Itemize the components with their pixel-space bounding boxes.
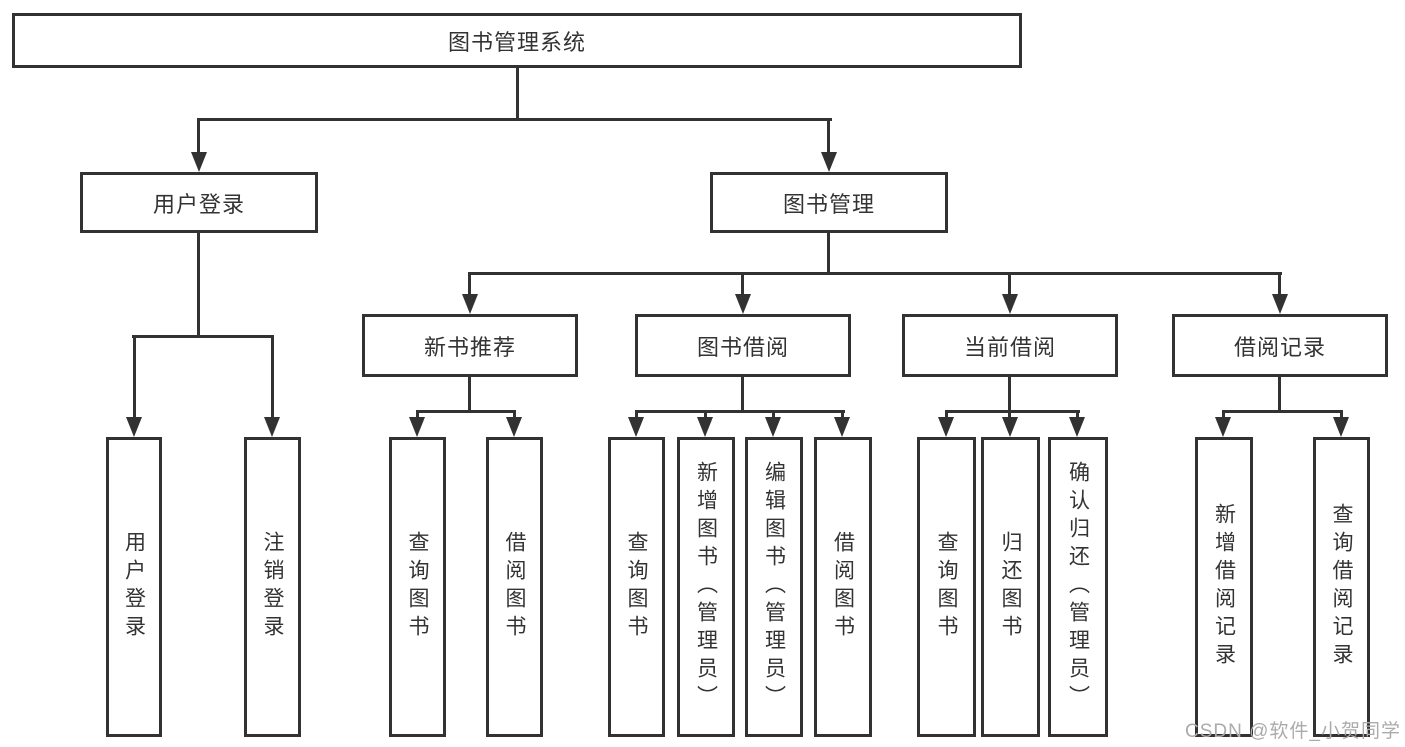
arrow-down-icon <box>1002 294 1018 314</box>
connector-current-stub <box>945 410 948 420</box>
connector-user-drop <box>197 233 200 337</box>
arrow-down-icon <box>1002 417 1018 437</box>
arrow-down-icon <box>938 417 954 437</box>
arrow-down-icon <box>409 417 425 437</box>
connector-newbook-stub <box>513 410 516 420</box>
connector-mgmt-to-newbook <box>468 272 471 298</box>
arrow-down-icon <box>462 294 478 314</box>
connector-mgmt-to-records <box>1278 272 1281 298</box>
node-user-login: 用户登录 <box>80 172 318 233</box>
arrow-down-icon <box>191 152 207 172</box>
connector-borrow-stub <box>841 410 844 420</box>
connector-user-split <box>132 335 273 338</box>
connector-mgmt-to-borrow <box>741 272 744 298</box>
connector-records-stub <box>1222 410 1225 420</box>
connector-records-split <box>1222 410 1343 413</box>
leaf-records-add-record: 新增借阅记录 <box>1195 437 1253 737</box>
connector-borrow-drop <box>741 377 744 412</box>
arrow-down-icon <box>628 417 644 437</box>
connector-borrow-stub <box>704 410 707 420</box>
connector-borrow-stub <box>772 410 775 420</box>
leaf-borrow-edit-book-admin: 编辑图书（管理员） <box>745 437 803 737</box>
leaf-current-confirm-return-admin: 确认归还（管理员） <box>1048 437 1108 737</box>
leaf-borrow-add-book-admin: 新增图书（管理员） <box>677 437 735 737</box>
connector-mgmt-drop <box>827 233 830 275</box>
node-book-borrow: 图书借阅 <box>635 314 851 377</box>
node-current-borrow: 当前借阅 <box>902 314 1118 377</box>
leaf-records-query-record: 查询借阅记录 <box>1313 437 1370 737</box>
arrow-down-icon <box>506 417 522 437</box>
connector-borrow-stub <box>635 410 638 420</box>
node-root-system: 图书管理系统 <box>12 13 1022 68</box>
connector-mgmt-to-current <box>1008 272 1011 298</box>
leaf-user-login: 用户登录 <box>106 437 162 737</box>
connector-current-stub <box>1008 410 1011 420</box>
connector-current-split <box>945 410 1080 413</box>
node-book-management: 图书管理 <box>710 172 948 233</box>
connector-records-drop <box>1278 377 1281 412</box>
node-borrow-records: 借阅记录 <box>1172 314 1388 377</box>
connector-borrow-split <box>635 410 845 413</box>
connector-root-to-mgmt <box>827 118 830 156</box>
leaf-logout: 注销登录 <box>244 437 301 737</box>
leaf-newbook-borrow-books: 借阅图书 <box>486 437 543 737</box>
connector-root-to-user <box>197 118 200 156</box>
arrow-down-icon <box>765 417 781 437</box>
connector-current-drop <box>1008 377 1011 412</box>
arrow-down-icon <box>697 417 713 437</box>
connector-records-stub <box>1340 410 1343 420</box>
connector-newbook-split <box>416 410 516 413</box>
leaf-newbook-query-books: 查询图书 <box>389 437 446 737</box>
arrow-down-icon <box>1272 294 1288 314</box>
arrow-down-icon <box>126 417 142 437</box>
connector-user-to-login <box>133 335 136 421</box>
connector-newbook-drop <box>468 377 471 412</box>
leaf-current-return-book: 归还图书 <box>981 437 1040 737</box>
leaf-borrow-borrow-books: 借阅图书 <box>814 437 872 737</box>
arrow-down-icon <box>1215 417 1231 437</box>
connector-root-drop <box>516 68 519 121</box>
leaf-borrow-query-books: 查询图书 <box>608 437 665 737</box>
connector-newbook-stub <box>416 410 419 420</box>
arrow-down-icon <box>1333 417 1349 437</box>
connector-user-to-logout <box>271 335 274 421</box>
csdn-watermark: CSDN @软件_小贺同学 <box>1185 721 1401 742</box>
arrow-down-icon <box>821 152 837 172</box>
node-new-book-recommend: 新书推荐 <box>362 314 578 377</box>
leaf-current-query-books: 查询图书 <box>917 437 976 737</box>
arrow-down-icon <box>264 417 280 437</box>
arrow-down-icon <box>735 294 751 314</box>
arrow-down-icon <box>1069 417 1085 437</box>
connector-root-split <box>197 118 832 121</box>
connector-mgmt-split <box>468 272 1282 275</box>
connector-current-stub <box>1076 410 1079 420</box>
arrow-down-icon <box>834 417 850 437</box>
